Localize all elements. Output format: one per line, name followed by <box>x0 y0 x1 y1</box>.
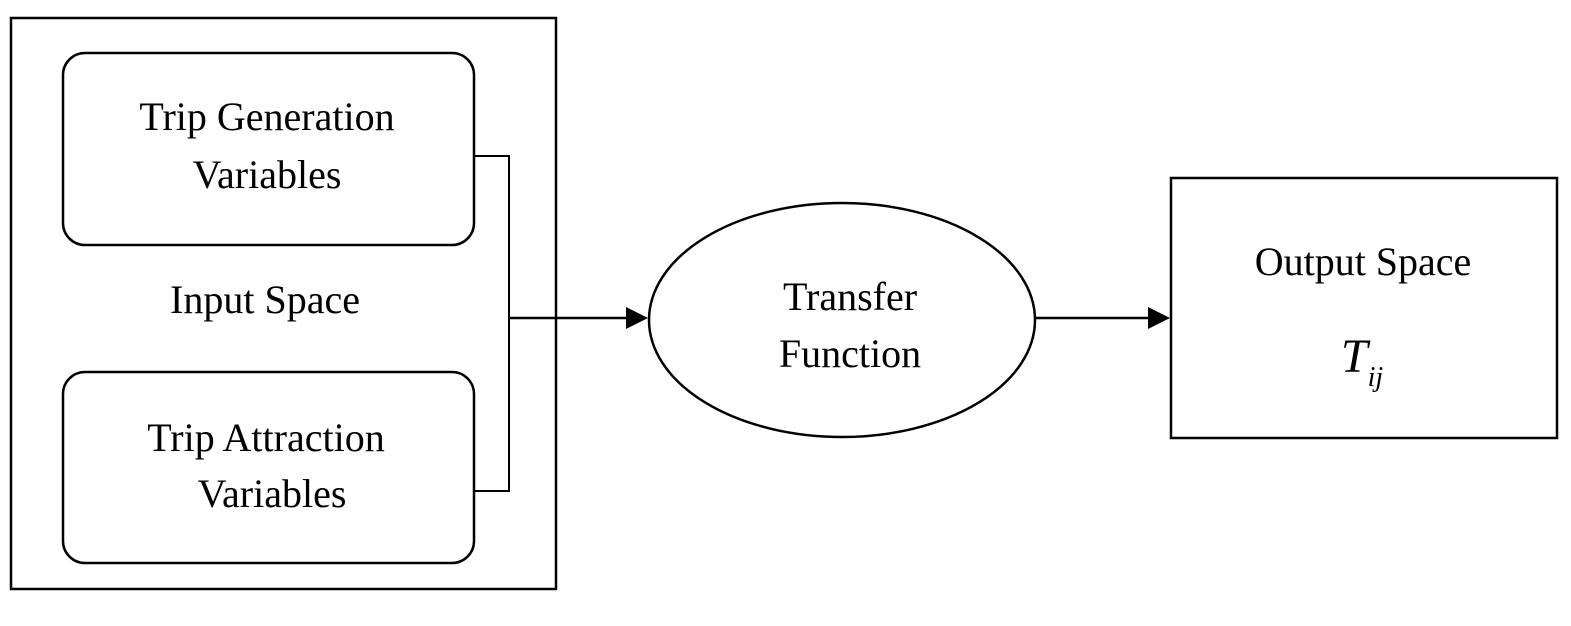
arrowhead-input-to-transfer <box>626 307 648 329</box>
output-symbol-tij: Tij <box>1341 330 1383 393</box>
trip-attraction-label-line2: Variables <box>198 471 347 516</box>
output-symbol-main: T <box>1341 330 1371 383</box>
transfer-function-label-line2: Function <box>779 331 921 376</box>
trip-generation-label-line1: Trip Generation <box>139 94 394 139</box>
input-bracket-connector <box>475 155 510 492</box>
trip-generation-box <box>61 51 476 247</box>
output-space-box <box>1169 176 1559 440</box>
trip-attraction-box <box>61 370 476 565</box>
input-space-box <box>9 16 558 591</box>
transfer-function-label-line1: Transfer <box>783 274 917 319</box>
input-space-label: Input Space <box>170 277 360 322</box>
output-space-label: Output Space <box>1255 239 1472 284</box>
arrowhead-transfer-to-output <box>1148 307 1170 329</box>
trip-generation-label-line2: Variables <box>193 152 342 197</box>
transfer-function-ellipse <box>647 201 1037 439</box>
trip-attraction-label-line1: Trip Attraction <box>147 415 384 460</box>
output-symbol-subscript: ij <box>1368 362 1384 393</box>
